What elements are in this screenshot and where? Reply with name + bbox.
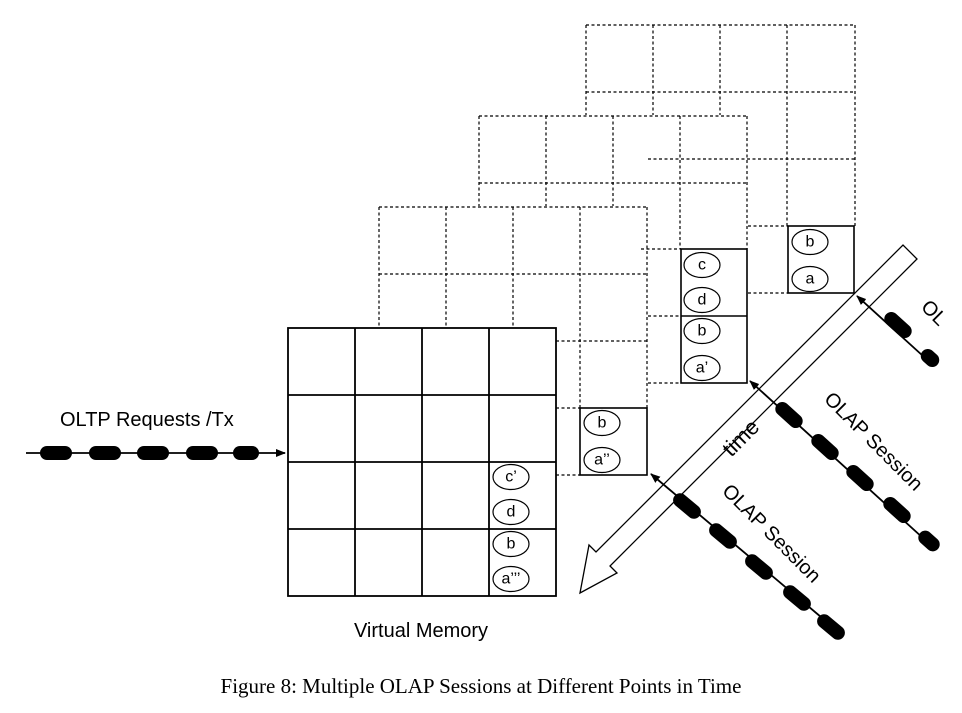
- olap-session-3-tokens: [884, 311, 940, 368]
- oltp-label: OLTP Requests /Tx: [60, 409, 234, 431]
- olap-session-2-label: OLAP Session: [820, 388, 927, 495]
- snapshot-3-grid: [585, 24, 856, 294]
- label-s2-c: c: [698, 257, 706, 274]
- label-s2-a: a’: [696, 360, 708, 377]
- ellipse-main-c: [492, 463, 530, 491]
- ellipse-s1-a: [583, 446, 621, 474]
- label-s3-a: a: [806, 271, 815, 288]
- label-main-a: a’’’: [502, 571, 521, 588]
- label-main-d: d: [507, 504, 516, 521]
- snapshot-2-grid: [478, 115, 748, 384]
- label-s2-b: b: [698, 323, 707, 340]
- olap-session-1-tokens: [673, 493, 845, 640]
- label-s3-b: b: [806, 234, 815, 251]
- ellipse-main-a: [492, 565, 530, 593]
- label-s1-b: b: [598, 415, 607, 432]
- ellipse-s2-b: [683, 317, 721, 345]
- time-arrow: [579, 244, 918, 595]
- ellipse-s1-b: [583, 409, 621, 437]
- oltp-request-tokens: [40, 446, 259, 460]
- olap-session-3-label: OL: [916, 296, 950, 330]
- olap-session-2-tokens: [775, 401, 940, 552]
- ellipse-s2-c: [683, 251, 721, 279]
- label-s1-a: a’’: [594, 452, 610, 469]
- time-label: time: [717, 414, 764, 461]
- label-s2-d: d: [698, 292, 707, 309]
- snapshot-1-grid: [378, 206, 648, 476]
- virtual-memory-label: Virtual Memory: [354, 620, 488, 642]
- ellipse-s2-d: [683, 286, 721, 314]
- ellipse-s3-a: [791, 265, 829, 293]
- ellipse-main-d: [492, 498, 530, 526]
- ellipse-main-b: [492, 530, 530, 558]
- ellipse-s3-b: [791, 228, 829, 256]
- label-main-b: b: [507, 536, 516, 553]
- ellipse-s2-a: [683, 354, 721, 382]
- figure-caption: Figure 8: Multiple OLAP Sessions at Diff…: [221, 674, 742, 698]
- label-main-c: c’: [505, 469, 517, 486]
